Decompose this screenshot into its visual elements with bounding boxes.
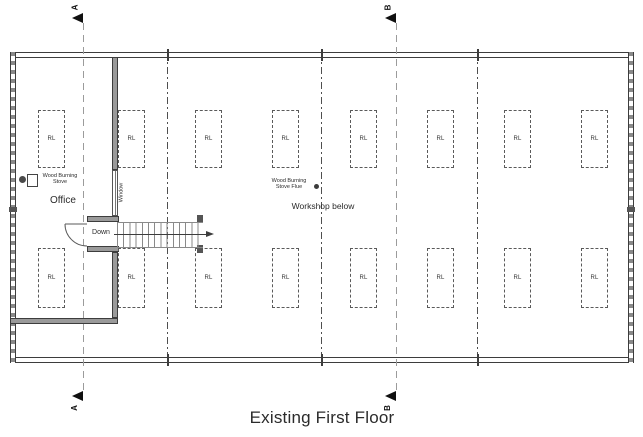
rooflight-label: RL xyxy=(590,275,599,281)
rooflight-label: RL xyxy=(590,136,599,142)
workshop-below-label: Workshop below xyxy=(291,201,355,211)
rooflight-box: RL xyxy=(504,110,531,168)
door-swing-icon xyxy=(64,223,88,247)
bay-centre-line xyxy=(167,52,168,363)
stair-down-label: Down xyxy=(88,229,114,238)
rooflight-label: RL xyxy=(359,275,368,281)
stove-label-line1: Wood Burning xyxy=(42,173,78,179)
office-partition-wall-lower xyxy=(112,252,118,318)
flue-label-line1: Wood Burning xyxy=(271,178,307,184)
section-arrow-icon xyxy=(385,391,396,401)
bay-centre-line xyxy=(477,52,478,363)
stair-treads xyxy=(117,222,203,248)
section-marker-a-bottom-label: A xyxy=(70,405,79,411)
window-pane-line xyxy=(115,171,116,215)
rooflight-label: RL xyxy=(359,136,368,142)
rooflight-box: RL xyxy=(195,110,222,168)
rooflight-box: RL xyxy=(195,248,222,308)
section-arrow-icon xyxy=(72,391,83,401)
section-line-b xyxy=(396,23,397,390)
rooflight-box: RL xyxy=(427,110,454,168)
rooflight-box: RL xyxy=(350,248,377,308)
stair-trimmer-stub-top xyxy=(197,215,203,223)
rooflight-box: RL xyxy=(581,248,608,308)
stair-trimmer-stub-bottom xyxy=(197,245,203,253)
section-arrow-icon xyxy=(385,13,396,23)
rooflight-box: RL xyxy=(272,110,299,168)
rooflight-label: RL xyxy=(204,275,213,281)
rooflight-box: RL xyxy=(581,110,608,168)
rooflight-label: RL xyxy=(47,275,56,281)
stair-direction-line xyxy=(112,234,208,235)
office-room-label: Office xyxy=(50,195,76,206)
stove-label-line2: Stove xyxy=(52,179,68,186)
wall-junction-left xyxy=(9,207,17,212)
bay-tick xyxy=(321,354,323,366)
bay-tick xyxy=(321,49,323,61)
rooflight-box: RL xyxy=(504,248,531,308)
rooflight-box: RL xyxy=(118,110,145,168)
rooflight-label: RL xyxy=(204,136,213,142)
rooflight-label: RL xyxy=(47,136,56,142)
flue-label: Wood Burning Stove Flue xyxy=(266,178,312,191)
rooflight-label: RL xyxy=(127,275,136,281)
rooflight-box: RL xyxy=(118,248,145,308)
stair-direction-arrow-icon xyxy=(206,231,214,237)
bay-tick xyxy=(167,49,169,61)
rooflight-box: RL xyxy=(38,248,65,308)
section-arrow-icon xyxy=(72,13,83,23)
rooflight-box: RL xyxy=(272,248,299,308)
bay-tick xyxy=(167,354,169,366)
rooflight-label: RL xyxy=(513,136,522,142)
rooflight-box: RL xyxy=(427,248,454,308)
wood-stove-icon xyxy=(19,176,26,183)
rooflight-label: RL xyxy=(436,275,445,281)
rooflight-label: RL xyxy=(281,136,290,142)
bay-tick xyxy=(477,49,479,61)
office-partition-wall-upper xyxy=(112,57,118,170)
section-line-a xyxy=(83,23,84,390)
office-window-symbol xyxy=(112,170,118,216)
bay-centre-line xyxy=(321,52,322,363)
drawing-title: Existing First Floor xyxy=(249,408,395,427)
window-label: Window xyxy=(118,182,125,203)
rooflight-label: RL xyxy=(436,136,445,142)
wood-stove-body-icon xyxy=(27,174,38,187)
bay-tick xyxy=(477,354,479,366)
wall-junction-right xyxy=(627,207,635,212)
flue-dot-icon xyxy=(314,184,319,189)
rooflight-label: RL xyxy=(127,136,136,142)
stove-label: Wood Burning Stove xyxy=(40,173,80,186)
rooflight-label: RL xyxy=(281,275,290,281)
flue-label-line2: Stove Flue xyxy=(275,184,303,191)
rooflight-box: RL xyxy=(38,110,65,168)
rooflight-label: RL xyxy=(513,275,522,281)
office-south-wall xyxy=(10,318,118,324)
stair-enclosure-wall-top xyxy=(87,216,119,222)
rooflight-box: RL xyxy=(350,110,377,168)
